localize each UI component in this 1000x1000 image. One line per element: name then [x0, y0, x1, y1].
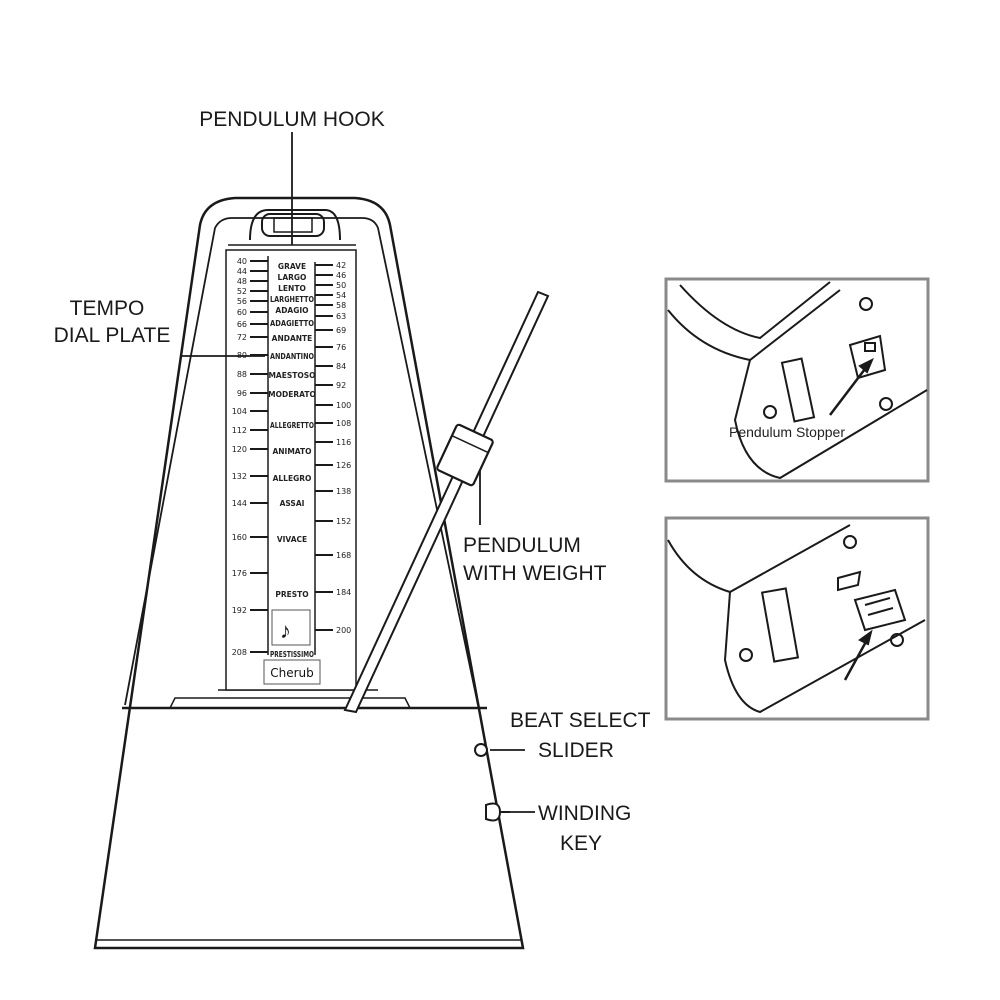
- dial-value-left: 132: [232, 472, 247, 481]
- label-pendulum-stopper: Pendulum Stopper: [729, 424, 845, 440]
- music-note-icon: ♪: [280, 618, 291, 643]
- dial-value-right: 84: [336, 362, 346, 371]
- beat-select-slider[interactable]: [474, 743, 488, 757]
- dial-value-right: 152: [336, 517, 351, 526]
- dial-value-right: 126: [336, 461, 351, 470]
- dial-value-left: 96: [237, 389, 247, 398]
- label-winding: WINDING: [538, 802, 631, 825]
- tempo-name: ALLEGRO: [273, 474, 312, 483]
- inset-stopper-open: [664, 516, 930, 721]
- dial-value-left: 88: [237, 370, 247, 379]
- dial-value-right: 42: [336, 261, 346, 270]
- label-dial-plate: DIAL PLATE: [54, 324, 171, 347]
- dial-value-right: 200: [336, 626, 351, 635]
- dial-value-left: 160: [232, 533, 247, 542]
- dial-value-left: 120: [232, 445, 247, 454]
- label-tempo: TEMPO: [70, 297, 145, 320]
- music-note-logo: [271, 609, 311, 646]
- dial-value-right: 58: [336, 301, 346, 310]
- tempo-name: LARGO: [278, 273, 307, 282]
- dial-value-right: 69: [336, 326, 346, 335]
- tempo-name: ALLEGRETTO: [270, 421, 314, 430]
- tempo-dial-plate: 4044485256606672808896104112120132144160…: [225, 249, 357, 691]
- label-key: KEY: [560, 832, 602, 855]
- brand-logo-text: Cherub: [270, 666, 314, 680]
- dial-value-left: 208: [232, 648, 247, 657]
- dial-value-left: 60: [237, 308, 247, 317]
- tempo-name: VIVACE: [277, 535, 307, 544]
- tempo-name: MAESTOSO: [268, 371, 315, 380]
- dial-value-left: 192: [232, 606, 247, 615]
- dial-value-left: 44: [237, 267, 247, 276]
- tempo-name: ASSAI: [280, 499, 305, 508]
- dial-value-left: 56: [237, 297, 247, 306]
- tempo-name: LARGHETTO: [270, 295, 314, 304]
- inset-stopper-closed: Pendulum Stopper: [664, 277, 930, 483]
- dial-value-right: 100: [336, 401, 351, 410]
- dial-value-left: 104: [232, 407, 247, 416]
- dial-value-left: 176: [232, 569, 247, 578]
- leader-lines: [180, 132, 535, 813]
- tempo-name: PRESTISSIMO: [270, 650, 314, 659]
- tempo-name: ADAGIO: [275, 306, 308, 315]
- dial-value-left: 66: [237, 320, 247, 329]
- dial-value-left: 144: [232, 499, 247, 508]
- dial-value-left: 48: [237, 277, 247, 286]
- tempo-name: GRAVE: [278, 262, 306, 271]
- dial-value-right: 50: [336, 281, 346, 290]
- label-slider: SLIDER: [538, 739, 614, 762]
- dial-value-right: 76: [336, 343, 346, 352]
- dial-value-right: 116: [336, 438, 351, 447]
- tempo-name: ANDANTE: [272, 334, 313, 343]
- brand-logo: [263, 659, 321, 685]
- dial-value-right: 54: [336, 291, 346, 300]
- dial-value-right: 184: [336, 588, 351, 597]
- tempo-name: LENTO: [278, 284, 306, 293]
- dial-value-right: 138: [336, 487, 351, 496]
- label-pendulum: PENDULUM: [463, 534, 581, 557]
- dial-value-right: 168: [336, 551, 351, 560]
- pendulum-weight: [436, 423, 494, 487]
- tempo-name: ANDANTINO: [270, 352, 314, 361]
- dial-value-left: 52: [237, 287, 247, 296]
- label-beat-select: BEAT SELECT: [510, 709, 651, 732]
- tempo-name: MODERATO: [268, 390, 316, 399]
- label-with-weight: WITH WEIGHT: [463, 562, 607, 585]
- tempo-name: PRESTO: [275, 590, 308, 599]
- dial-value-left: 72: [237, 333, 247, 342]
- tempo-name: ANIMATO: [272, 447, 311, 456]
- pendulum: [343, 290, 550, 714]
- dial-value-right: 108: [336, 419, 351, 428]
- dial-value-right: 63: [336, 312, 346, 321]
- tempo-name: ADAGIETTO: [270, 319, 314, 328]
- label-pendulum-hook: PENDULUM HOOK: [199, 108, 385, 131]
- dial-value-right: 92: [336, 381, 346, 390]
- dial-value-right: 46: [336, 271, 346, 280]
- dial-value-left: 40: [237, 257, 247, 266]
- dial-value-left: 112: [232, 426, 247, 435]
